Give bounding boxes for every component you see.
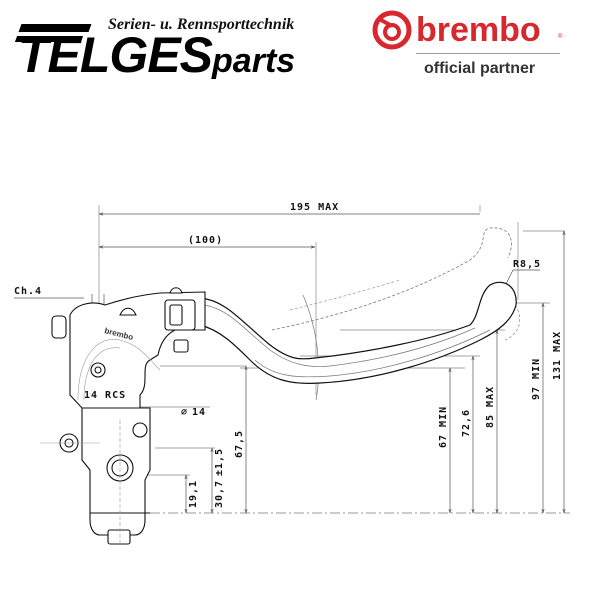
part-label: 14 RCS <box>84 390 126 401</box>
dim-chamfer: Ch.4 <box>14 286 42 297</box>
pivot-arc <box>302 294 320 401</box>
dim-pivot-length: (100) <box>188 235 223 246</box>
logo-tagline: Serien- u. Rennsporttechnik <box>108 16 295 33</box>
logo-wordmark: TELGESparts <box>18 30 295 86</box>
brembo-divider <box>416 53 560 54</box>
dim-bore-symbol: ∅ <box>181 407 188 418</box>
dim-97-min: 97 MIN <box>531 358 542 400</box>
dim-67-min: 67 MIN <box>438 406 449 448</box>
extension-lines <box>98 205 565 476</box>
dim-30-7-tolerance: ±1,5 <box>214 448 225 476</box>
dim-19-1: 19,1 <box>188 480 199 508</box>
dim-67-5: 67,5 <box>234 430 245 458</box>
logo-name-main: TELGES <box>18 27 213 83</box>
header: Serien- u. Rennsporttechnik TELGESparts … <box>0 0 600 90</box>
dim-overall-length: 195 MAX <box>290 202 339 213</box>
alt-tip-outline <box>504 304 521 341</box>
dimension-lines <box>14 214 564 513</box>
dim-131-max: 131 MAX <box>552 331 563 380</box>
logo-name-suffix: parts <box>212 42 296 80</box>
body-detail-lines <box>40 339 161 545</box>
brembo-emblem-icon <box>372 10 412 50</box>
dim-tip-radius: R8,5 <box>513 259 541 270</box>
alt-lever-outline <box>289 279 401 311</box>
brembo-wordmark: brembo <box>416 11 541 49</box>
dim-85-max: 85 MAX <box>485 386 496 428</box>
dim-30-7: 30,7 <box>214 480 225 508</box>
dim-bore-diameter: 14 <box>192 407 206 418</box>
telges-parts-logo: Serien- u. Rennsporttechnik TELGESparts <box>14 8 314 80</box>
master-cylinder-body <box>51 287 206 545</box>
registered-mark: ® <box>558 34 563 40</box>
alt-lever-outline <box>271 227 512 331</box>
brembo-logo: brembo ® official partner <box>372 8 592 88</box>
dim-72-6: 72,6 <box>461 409 472 437</box>
brembo-subtitle: official partner <box>424 60 536 77</box>
brake-lever <box>199 281 517 384</box>
